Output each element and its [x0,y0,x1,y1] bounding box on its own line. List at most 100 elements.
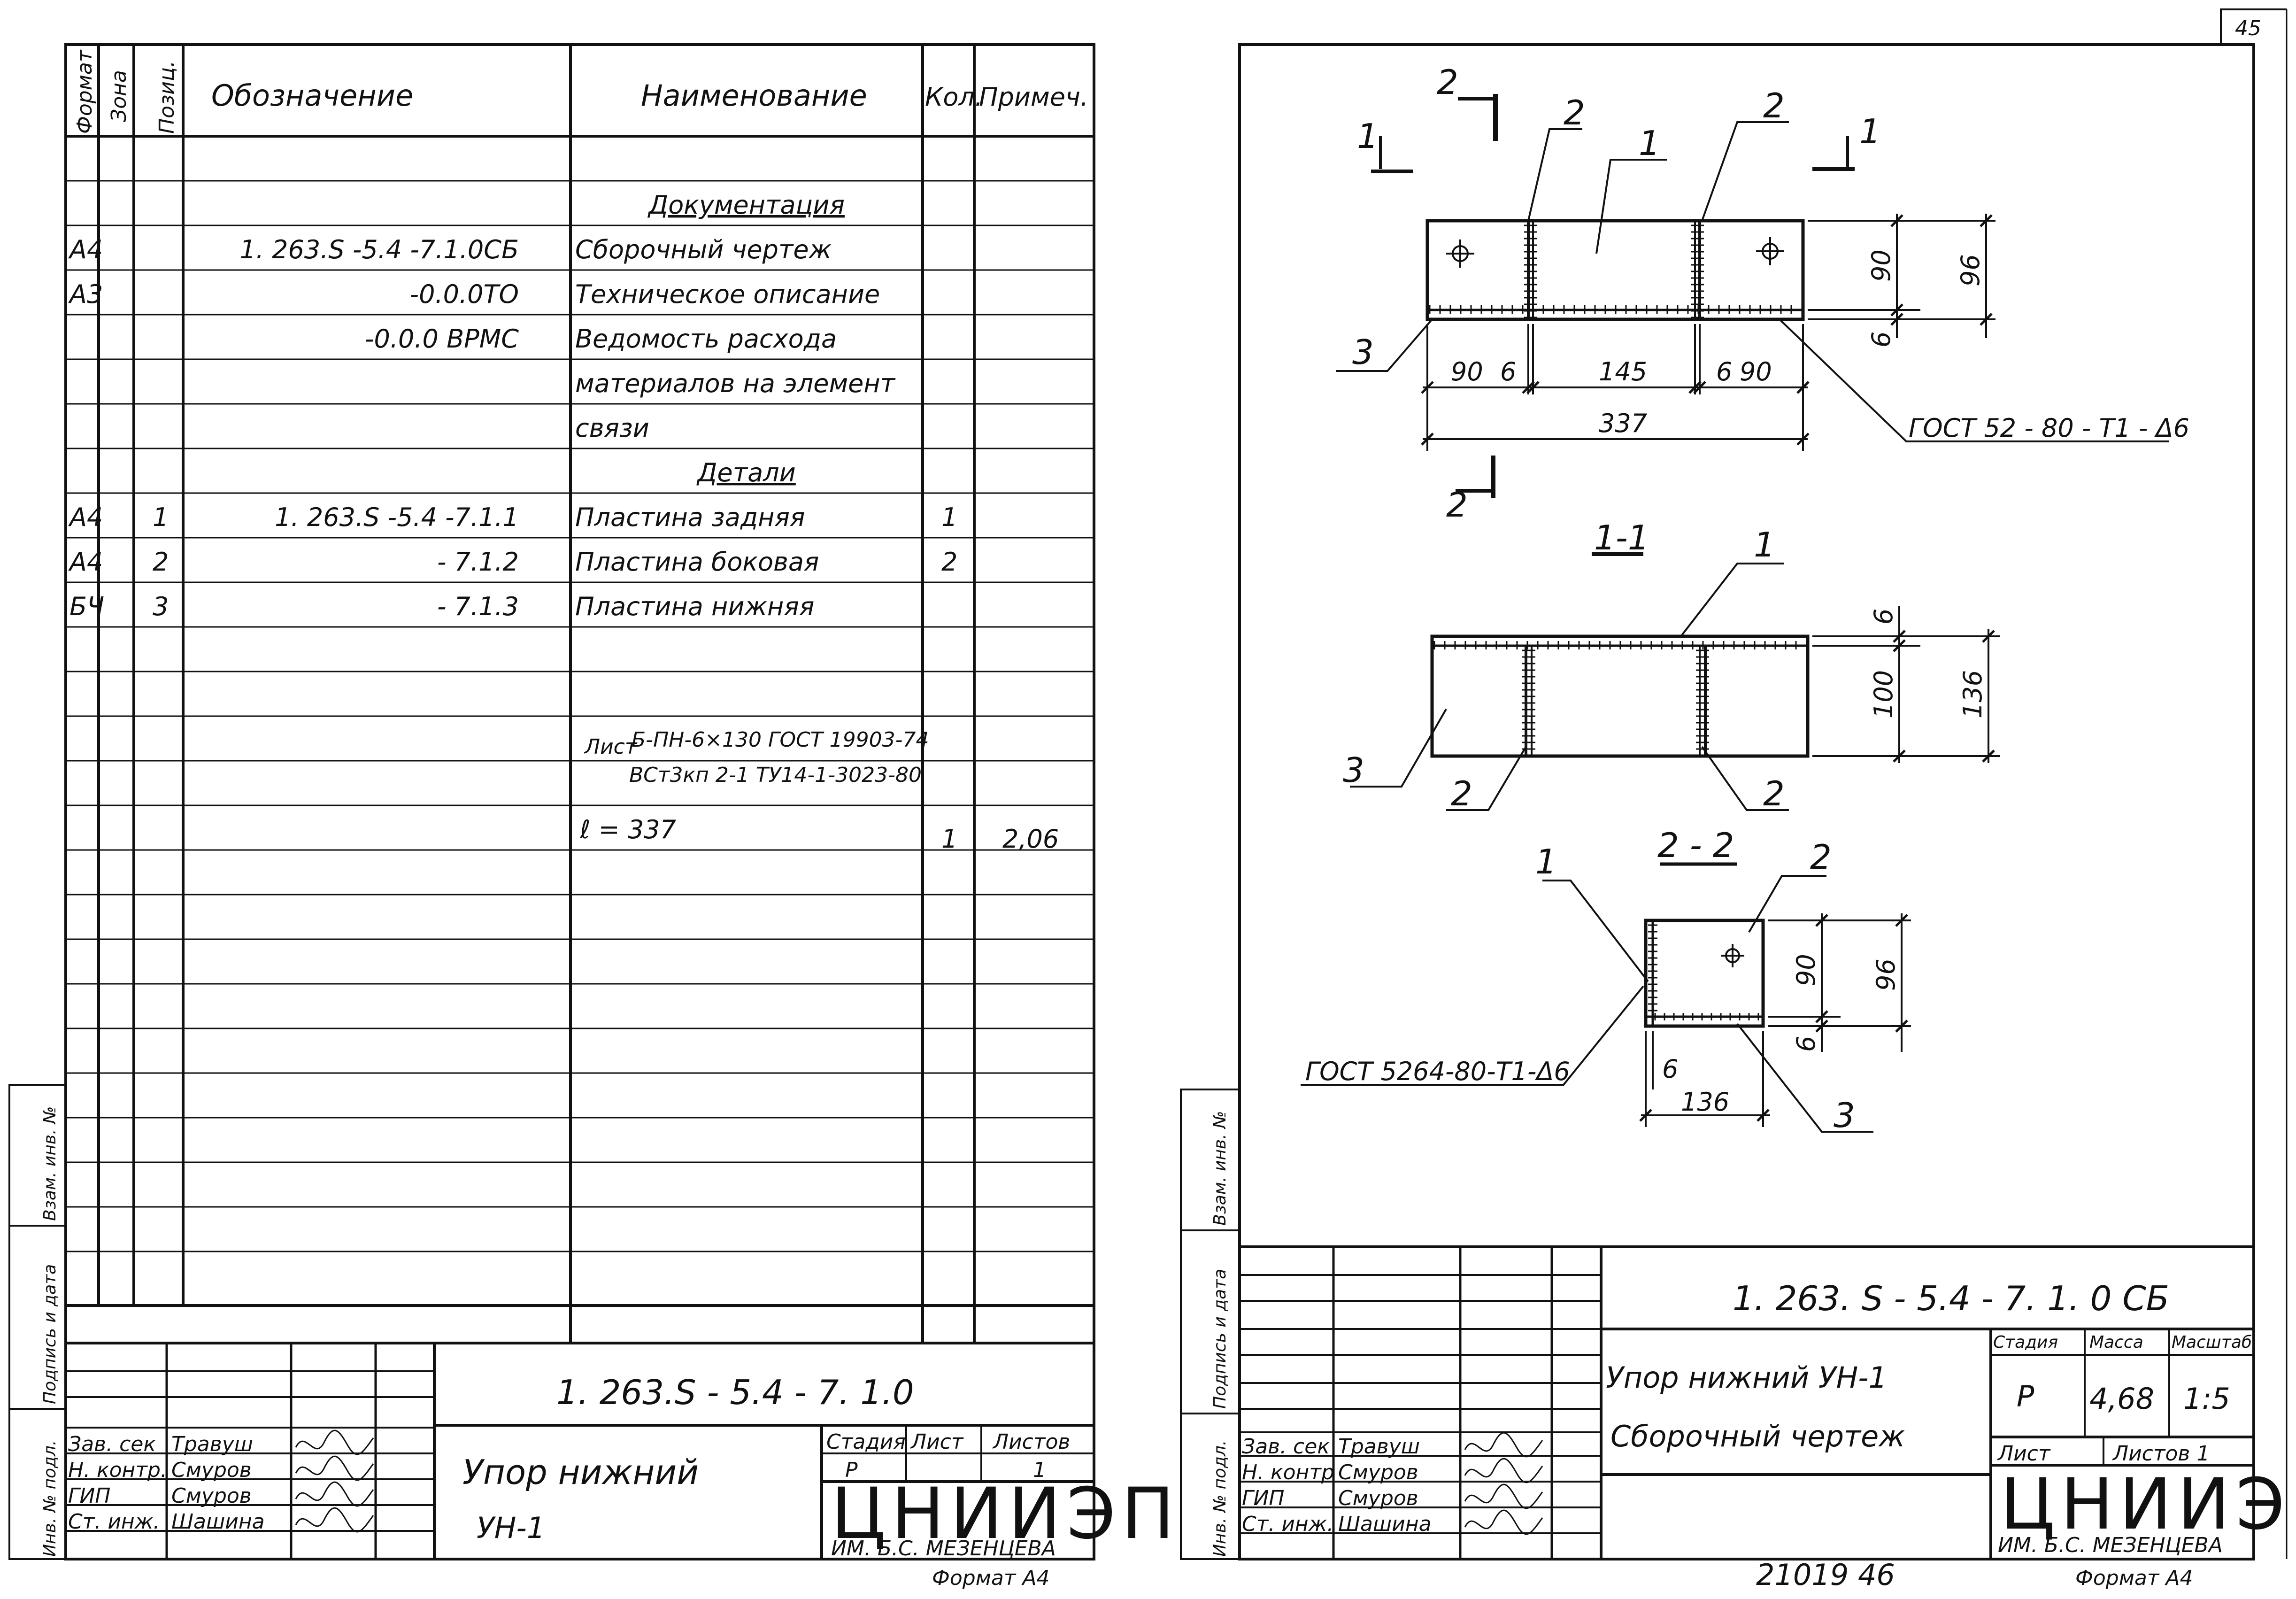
left-title-code: 1. 263.S - 5.4 - 7. 1.0 [556,1373,914,1412]
person-name: Шашина [1338,1512,1432,1536]
person-role: ГИП [68,1484,111,1508]
plan-dim-6b: 6 [1716,357,1732,386]
section22-dim-v6: 6 [1791,1036,1821,1052]
right-sheets-label: Листов 1 [2112,1442,2210,1466]
dimension-ticks [1421,214,1995,1122]
plan-weld-note: ГОСТ 52 - 80 - Т1 - Δ6 [1909,413,2189,443]
frame-lines [8,8,2288,1560]
section22-callout-1: 1 [1535,842,1557,881]
header-qty: Кол. [925,82,983,112]
row-position: 1 [153,502,169,532]
section11-dim-v100: 100 [1869,670,1898,718]
plan-section-2-top: 2 [1437,62,1458,102]
plan-callout-2b: 2 [1763,86,1785,125]
row-qty: 1 [941,502,957,532]
section-heading: Документация [647,190,845,220]
row-designation: -0.0.0 ВРМС [365,324,519,354]
signature-scribble [1464,1432,1543,1458]
person-name: Смуров [171,1458,252,1482]
person-name: Травуш [171,1432,253,1456]
left-format-text: Формат А4 [932,1566,1050,1590]
section22-dim-h6: 6 [1662,1054,1678,1084]
signature-scribble [295,1429,374,1455]
material-line2: ВСт3кп 2-1 ТУ14-1-3023-80 [629,763,922,787]
signature-scribble [295,1507,374,1533]
plan-dim-90a: 90 [1451,357,1483,386]
plan-callout-1: 1 [1639,124,1660,163]
left-org-logo: ЦНИИЭП [831,1473,1180,1555]
person-name: Шашина [171,1510,265,1534]
right-stage-value: Р [2017,1379,2034,1414]
right-scale-label: Масштаб [2172,1333,2252,1352]
row-name: Техническое описание [575,279,880,309]
section22-weld-note: ГОСТ 5264-80-Т1-Δ6 [1305,1057,1570,1086]
section22-dim-v90: 90 [1791,954,1821,986]
material-line1: Б-ПН-6×130 ГОСТ 19903-74 [632,728,929,752]
row-name: Пластина боковая [575,547,819,577]
section22-dim-136: 136 [1681,1087,1729,1117]
signature-scribble [295,1481,374,1507]
row-name: Сборочный чертеж [575,235,832,264]
right-side-label-inv-podl: Инв. № подл. [1210,1440,1230,1557]
person-role: ГИП [1242,1486,1285,1510]
bottom-stamp: 21019 46 [1756,1558,1895,1592]
row-designation: 1. 263.S -5.4 -7.1.1 [275,502,519,532]
row-designation: -0.0.0ТО [410,279,519,309]
section11-callout-2a: 2 [1451,774,1472,813]
row-designation: - 7.1.2 [437,547,519,577]
plan-dim-v96: 96 [1956,254,1985,286]
left-sheets-value: 1 [1033,1458,1046,1482]
right-side-label-vzam: Взам. инв. № [1210,1111,1230,1226]
weld-hatching [1429,224,1797,1020]
header-note: Примеч. [979,82,1088,112]
right-format-text: Формат А4 [2075,1566,2193,1590]
plan-section-1-right: 1 [1859,112,1881,151]
left-sheet-label: Лист [910,1430,964,1454]
left-stage-value: Р [845,1458,858,1482]
length-note: 2,06 [1002,824,1059,854]
person-name: Травуш [1338,1435,1420,1459]
left-title-name-2: УН-1 [477,1511,545,1545]
row-format: А3 [68,279,103,309]
side-label-inv-podl: Инв. № подл. [40,1440,60,1557]
section-heading: Детали [696,458,796,487]
header-name: Наименование [641,78,867,113]
person-role: Зав. сек [1242,1435,1330,1459]
row-position: 3 [153,592,169,621]
section22-callout-2: 2 [1810,837,1832,877]
person-role: Ст. инж. [68,1510,160,1534]
section11-callout-1: 1 [1754,525,1775,564]
row-format: А4 [68,547,103,577]
row-designation: 1. 263.S -5.4 -7.1.0СБ [239,235,519,264]
plan-section-1-left: 1 [1357,116,1379,156]
section22-callout-3: 3 [1834,1096,1855,1135]
right-title-code: 1. 263. S - 5.4 - 7. 1. 0 СБ [1733,1279,2169,1318]
header-designation: Обозначение [211,78,413,113]
header-format: Формат [73,49,97,134]
section11-title: 1-1 [1594,518,1649,557]
left-stage-label: Стадия [826,1430,906,1454]
person-name: Смуров [1338,1460,1418,1484]
side-label-vzam: Взам. инв. № [40,1106,60,1221]
section11-dim-v136: 136 [1958,670,1988,718]
material-word: Лист [584,735,638,759]
row-name: материалов на элемент [575,369,896,398]
right-title-name-2: Сборочный чертеж [1610,1419,1905,1453]
row-name: Пластина нижняя [575,592,814,621]
right-mass-value: 4,68 [2089,1382,2154,1416]
row-name: Ведомость расхода [575,324,837,354]
left-title-name-1: Упор нижний [462,1452,699,1492]
person-role: Зав. сек [68,1432,156,1456]
person-name: Смуров [171,1484,252,1508]
person-role: Ст. инж. [1242,1512,1333,1536]
signature-scribble [1464,1483,1543,1509]
header-position: Позиц. [155,61,179,134]
row-name: Пластина задняя [575,502,805,532]
row-designation: - 7.1.3 [437,592,519,621]
signature-scribble [1464,1509,1543,1535]
length-text: ℓ = 337 [579,815,676,844]
side-label-podpis: Подпись и дата [40,1264,60,1404]
row-name: связи [575,413,649,443]
